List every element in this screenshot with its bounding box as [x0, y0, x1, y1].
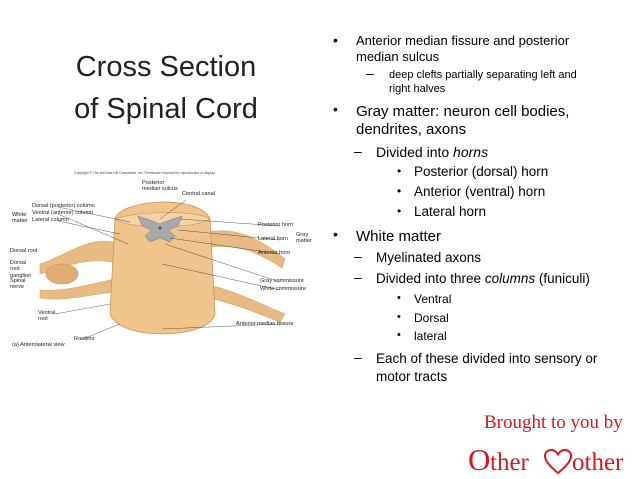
bullet-dot: •: [397, 164, 402, 178]
logo-word-1: ther: [490, 449, 529, 476]
label-posterior-horn: Posterior horn: [258, 222, 294, 228]
dash-mark: –: [354, 143, 362, 159]
bullet-dot: •: [397, 311, 401, 323]
bullet-1-sub: deep clefts partially separating left an…: [389, 69, 577, 81]
title-line-2: of Spinal Cord: [74, 93, 258, 125]
bullet-dot: •: [397, 329, 401, 341]
label-lateral-column: Lateral column: [32, 217, 69, 223]
slide-title: Cross Section of Spinal Cord: [56, 46, 276, 130]
title-line-1: Cross Section: [75, 51, 257, 83]
label-rootlets: Rootlets: [74, 336, 95, 342]
dash-mark: –: [354, 349, 362, 365]
label-spinal-nerve: Spinal nerve: [10, 278, 26, 291]
label-dorsal-column: Dorsal (posterior) column: [32, 203, 95, 209]
label-anterior-median-fissure: Anterior median fissure: [236, 321, 294, 327]
label-ventral-column: Ventral (anterior) column: [32, 210, 94, 216]
bullet-2-sub-emphasis: horns: [453, 144, 489, 160]
bullet-3-sub-2-emphasis: columns: [484, 271, 536, 286]
bullet-2-sub: Divided into horns: [376, 143, 488, 161]
bullet-3: White matter: [356, 228, 442, 245]
bullet-2-sub-text: Divided into: [376, 144, 450, 160]
bullet-1-cont: median sulcus: [356, 49, 440, 64]
horn-posterior: Posterior (dorsal) horn: [414, 164, 549, 179]
label-lateral-horn: Lateral horn: [258, 236, 288, 242]
label-gray-matter: Gray matter: [296, 232, 312, 245]
bullet-dot: •: [397, 204, 402, 218]
bullet-dot: •: [397, 184, 402, 198]
cord-white-matter: [109, 201, 216, 335]
spinal-cord-illustration: [39, 199, 286, 341]
label-dorsal-root-ganglion: Dorsal root ganglion: [10, 260, 32, 279]
heart-icon: [544, 449, 572, 475]
leader-lines: [54, 199, 281, 341]
label-ventral-root: Ventral root: [38, 310, 56, 323]
dash-mark: –: [354, 269, 362, 285]
bullet-1: Anterior median fissure and posterior: [356, 33, 570, 48]
bullet-3-sub-2-pre: Divided into three: [376, 271, 482, 286]
bullet-3-sub-1: Myelinated axons: [376, 250, 482, 265]
dash-mark: –: [366, 65, 374, 81]
horn-lateral: Lateral horn: [414, 204, 487, 219]
label-central-canal: Central canal: [182, 191, 215, 197]
brand-tagline: Brought to you by: [484, 412, 623, 433]
bullet-dot: •: [333, 101, 338, 117]
label-dorsal-root: Dorsal root: [10, 248, 38, 254]
column-ventral: Ventral: [414, 292, 452, 306]
label-posterior-median-sulcus: Posterior median sulcus: [142, 180, 178, 193]
label-gray-commissure: Gray commissure: [260, 278, 304, 284]
bullet-3-sub-2: Divided into three columns (funiculi): [376, 270, 590, 288]
bullet-dot: •: [397, 292, 401, 304]
logo-first-letter: O: [468, 442, 491, 477]
bullet-3-sub-3: Each of these divided into sensory or: [376, 351, 598, 366]
dorsal-root-ganglion: [45, 263, 79, 285]
spinal-cord-figure: Copyright © The McGraw-Hill Companies, I…: [10, 164, 312, 354]
column-dorsal: Dorsal: [414, 311, 449, 325]
bullet-2-cont: dendrites, axons: [356, 121, 467, 138]
label-white-commissure: White commissure: [260, 286, 307, 292]
figure-caption: (a) Anterolateral view: [12, 342, 65, 348]
bullet-2: Gray matter: neuron cell bodies,: [356, 103, 570, 120]
figure-copyright: Copyright © The McGraw-Hill Companies, I…: [74, 171, 216, 175]
bullet-dot: •: [333, 32, 338, 48]
other-mother-logo: O ther other: [468, 442, 636, 478]
bullet-3-sub-2-post: (funiculi): [538, 271, 590, 286]
logo-word-2: other: [572, 449, 624, 476]
central-canal-mark: [158, 226, 162, 230]
label-anterior-horn: Anterior horn: [258, 250, 291, 256]
bullet-1-sub-cont: right halves: [389, 83, 446, 95]
bullet-3-sub-3-cont: motor tracts: [376, 369, 448, 384]
bullet-dot: •: [333, 226, 338, 242]
column-lateral: lateral: [414, 329, 447, 343]
horn-anterior: Anterior (ventral) horn: [414, 184, 546, 199]
label-white-matter: White matter: [12, 212, 28, 225]
dash-mark: –: [354, 248, 362, 264]
